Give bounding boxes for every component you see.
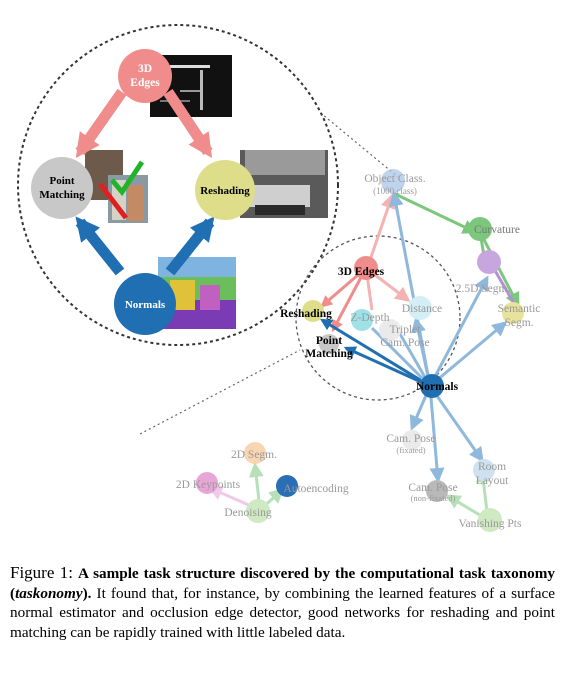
label-autoencoding: Autoencoding [283,483,348,495]
label-3d-edges: 3D Edges [338,266,385,278]
figure-caption: Figure 1: A sample task structure discov… [10,563,555,642]
label-normals: Normals [416,381,459,393]
node-semantic-segm [502,302,524,324]
zoom-label-normals: Normals [125,299,166,311]
reshading-thumbnail [240,150,328,218]
label-reshading: Reshading [280,308,332,320]
node-vanishing-pts [478,508,502,532]
label-cam-pose-nonfixated-sub: (non-fixated) [411,493,456,503]
node-triplet-cam-pose [379,319,401,341]
node-2d-segm [244,442,266,464]
caption-bold-italic: taskonomy [15,584,83,602]
label-denoising: Denoising [224,507,272,519]
node-distance [408,296,432,320]
caption-body: It found that, for instance, by combinin… [10,584,555,641]
zoom-connector-line [139,349,301,435]
label-2d-keypoints: 2D Keypoints [176,479,241,491]
node-3d-edges [354,256,378,280]
label-object-class: Object Class. [364,173,425,185]
zoom-arrow-normals-to-reshading [165,216,215,276]
check-icon [110,160,145,197]
label-z-depth: Z-Depth [351,312,390,324]
zoom-node-3d-edges [118,49,172,103]
caption-bold: A sample task structure discovered by th… [10,565,555,602]
node-normals [420,374,444,398]
caption-label: Figure 1: [10,563,74,582]
node-cam-pose-fixated [402,430,422,450]
node-room-layout [473,459,495,481]
node-2-5d-segm [477,250,501,274]
label-cam-pose-fixated-sub: (fixated) [396,445,425,455]
node-object-class [381,169,405,193]
label-cam-pose-nonfixated: Cam. Pose [408,482,457,494]
label-cam-pose-fixated: Cam. Pose [386,433,435,445]
node-2d-keypoints [196,472,218,494]
zoom-node-normals [114,273,176,335]
cross-icon [98,182,128,220]
zoom-arrow-edges-to-reshading [163,88,213,159]
node-autoencoding [276,475,298,497]
node-cam-pose-nonfixated [426,480,448,502]
zoom-node-point-matching [31,157,93,219]
node-denoising [246,499,270,523]
node-curvature [468,217,492,241]
label-curvature: Curvature [474,224,520,236]
node-reshading [302,300,324,322]
label-object-class-sub: (1000 class) [373,186,417,196]
label-2d-segm: 2D Segm. [231,449,277,461]
zoom-arrow-normals-to-pointmatching [75,216,125,276]
zoom-circle [17,24,339,346]
node-z-depth [351,309,373,331]
zoom-label-reshading: Reshading [200,185,250,197]
zoom-node-reshading [195,160,255,220]
label-distance: Distance [402,303,442,315]
label-vanishing-pts: Vanishing Pts [459,518,522,530]
node-point-matching [319,334,339,354]
label-2-5d-segm: 2.5D Segm. [456,283,511,295]
caption-bold-end: ). [82,584,92,602]
zoom-arrow-edges-to-pointmatching [75,88,127,158]
